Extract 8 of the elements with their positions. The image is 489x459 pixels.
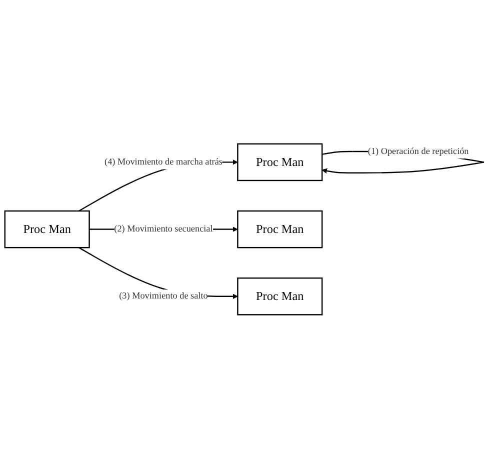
node-box: Proc Man xyxy=(237,143,323,182)
node-box: Proc Man xyxy=(237,278,323,316)
edge-label: (4) Movimiento de marcha atrás xyxy=(104,157,222,168)
edge-label: (1) Operación de repetición xyxy=(368,146,469,156)
edge-label: (2) Movimiento secuencial xyxy=(114,224,213,234)
node-box: Proc Man xyxy=(237,210,323,248)
node-box: Proc Man xyxy=(4,210,90,248)
edge-label: (3) Movimiento de salto xyxy=(119,292,208,302)
